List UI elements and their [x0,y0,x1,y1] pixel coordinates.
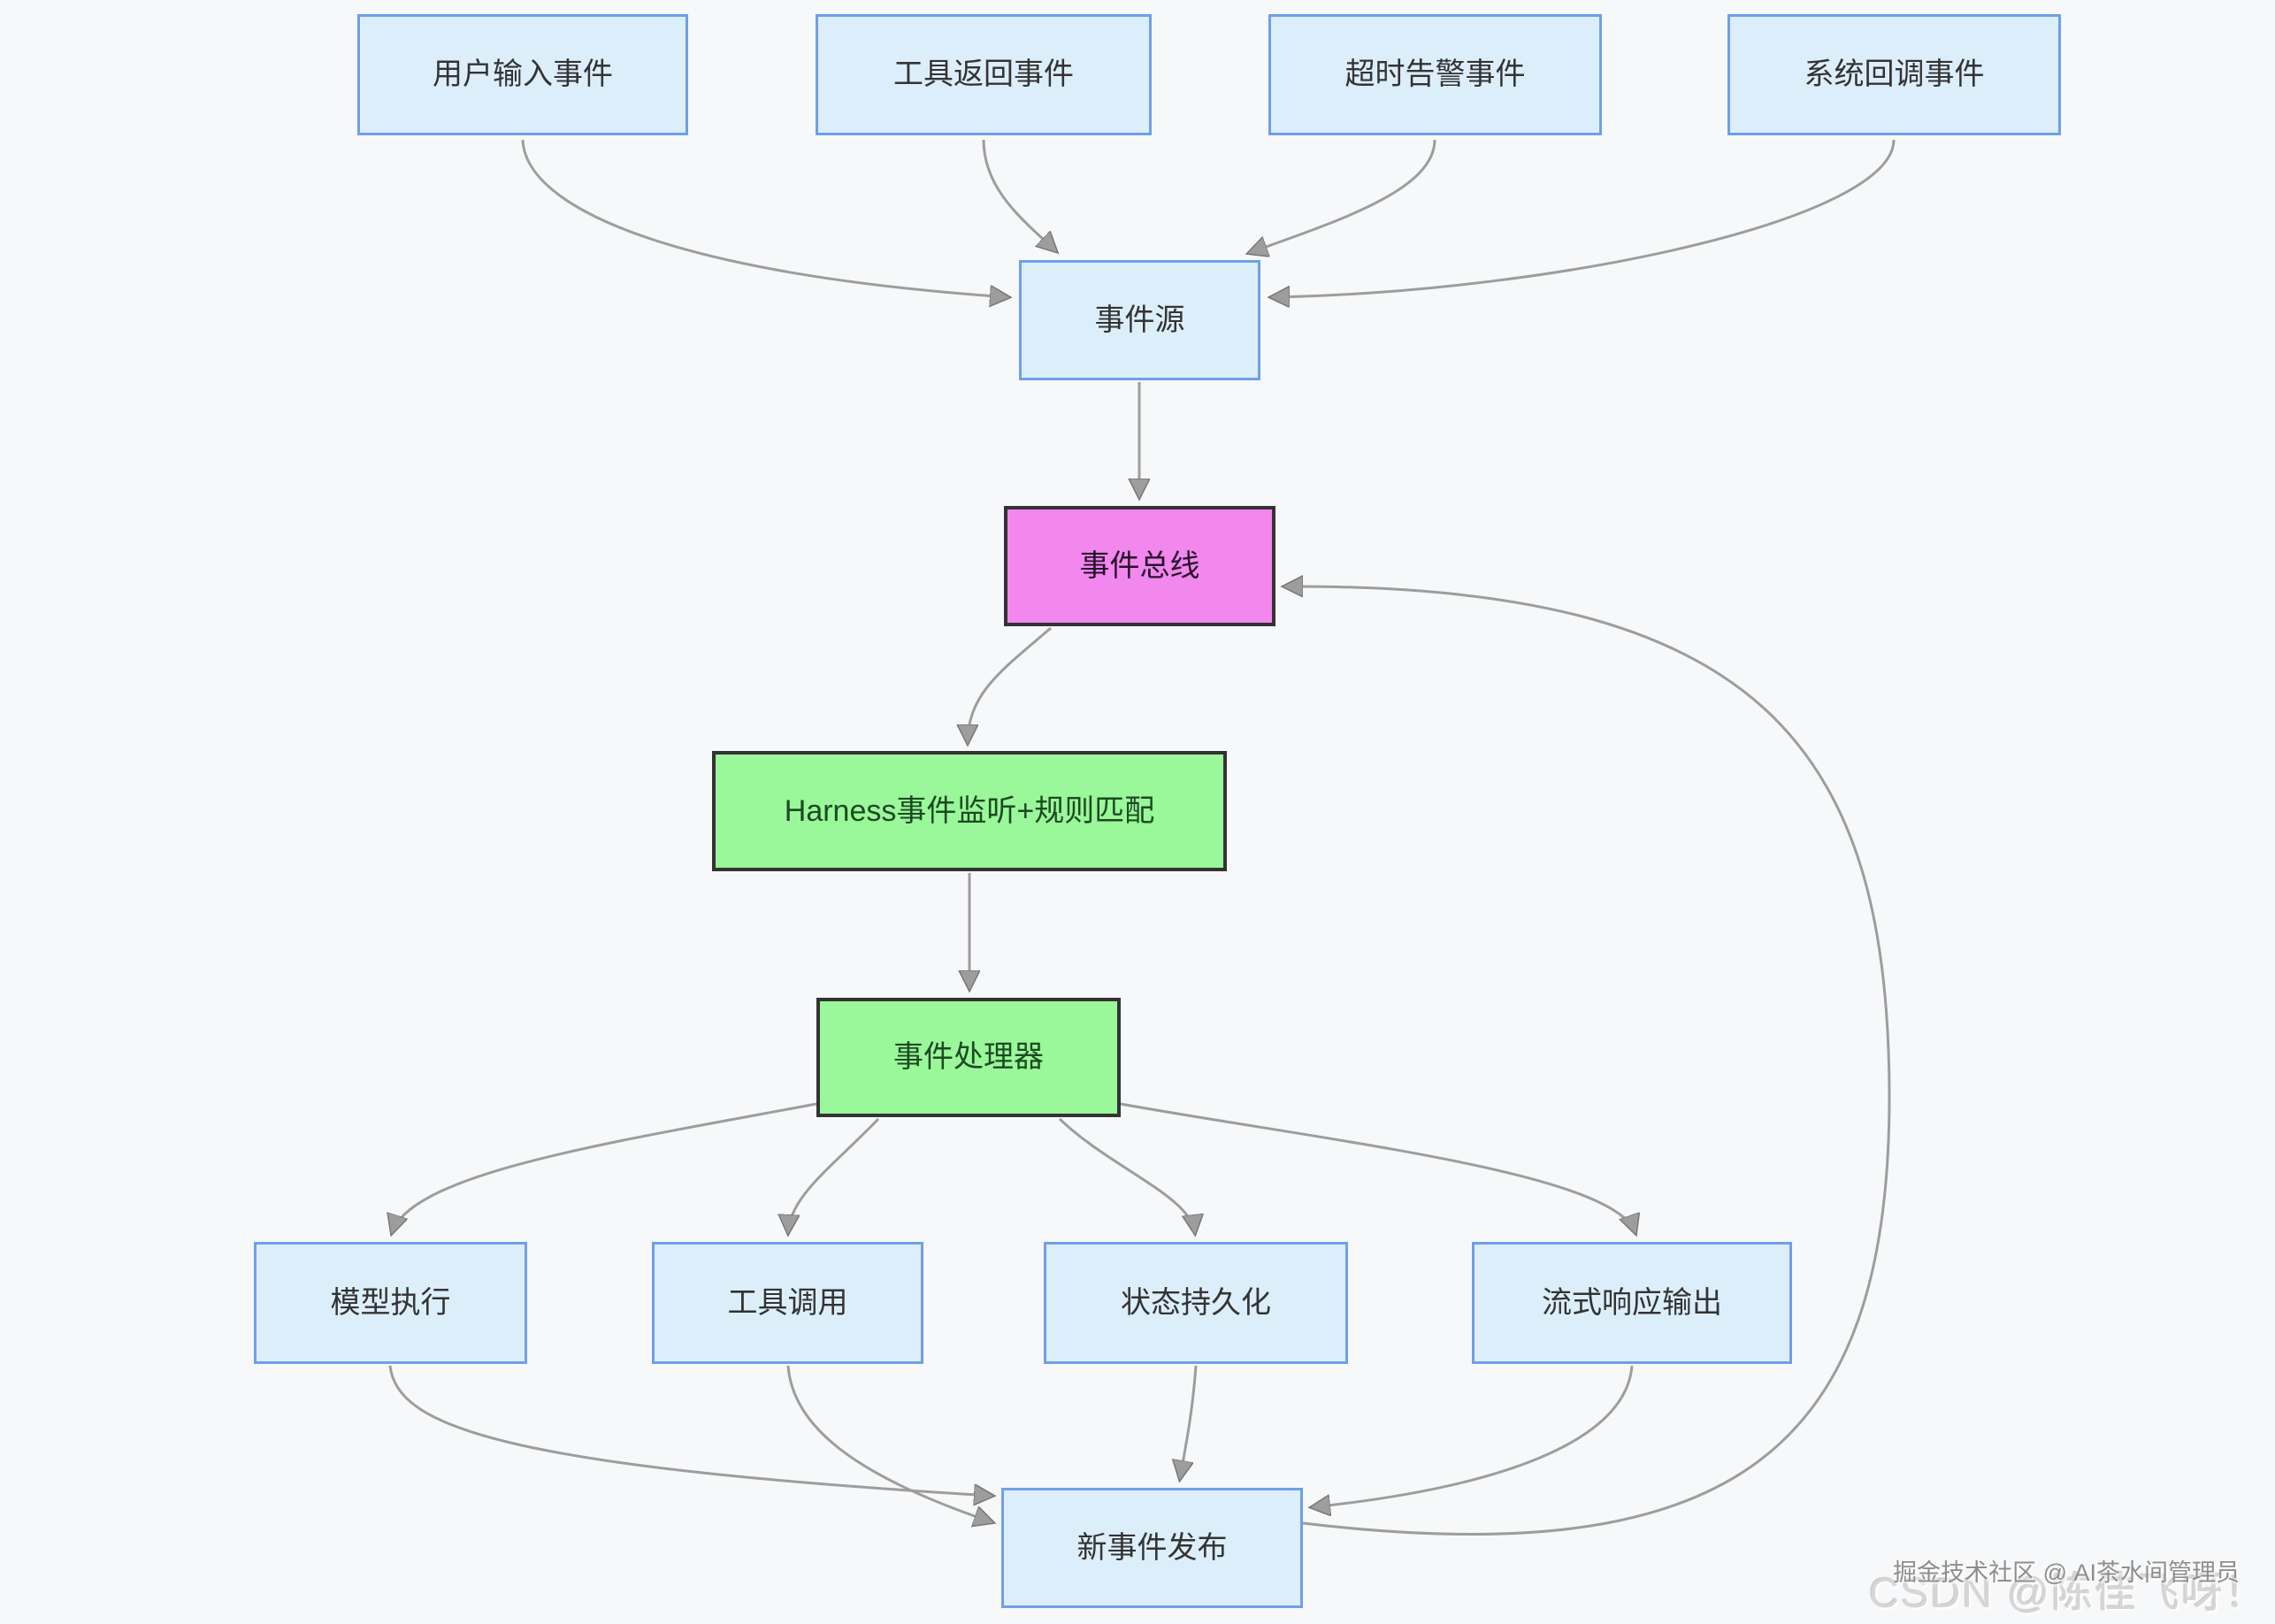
node-event-processor: 事件处理器 [816,998,1121,1117]
watermark-juejin-community: 掘金技术社区 @ AI茶水间管理员 [1893,1559,2240,1586]
edge-user-input-to-event-source [521,139,1008,297]
node-tool-return-label: 工具返回事件 [893,57,1074,92]
node-timeout-alert-event: 超时告警事件 [1268,14,1602,135]
node-event-bus-label: 事件总线 [1079,548,1200,583]
node-stream-output: 流式响应输出 [1472,1242,1792,1364]
node-model-exec-label: 模型执行 [330,1285,451,1320]
node-harness-label: Harness事件监听+规则匹配 [784,793,1155,828]
node-stream-output-label: 流式响应输出 [1542,1285,1722,1320]
node-harness-listener: Harness事件监听+规则匹配 [712,751,1227,871]
edge-model-exec-to-new-event [388,1365,992,1496]
node-model-exec: 模型执行 [254,1242,527,1364]
edge-event-processor-to-model-exec [392,1102,817,1233]
node-new-event-label: 新事件发布 [1076,1530,1228,1565]
node-system-callback-event: 系统回调事件 [1727,14,2061,135]
node-event-bus: 事件总线 [1004,506,1275,626]
node-user-input-label: 用户输入事件 [433,57,613,92]
node-state-persist-label: 状态持久化 [1121,1285,1271,1320]
node-new-event-publish: 新事件发布 [1001,1488,1303,1608]
node-tool-call-label: 工具调用 [727,1285,848,1320]
node-user-input-event: 用户输入事件 [357,14,688,135]
edge-system-callback-to-event-source [1271,139,1896,297]
node-event-source: 事件源 [1019,260,1260,380]
node-timeout-alert-label: 超时告警事件 [1344,57,1526,92]
edge-event-processor-to-tool-call [788,1117,880,1233]
node-system-callback-label: 系统回调事件 [1804,57,1985,92]
edge-stream-output-to-new-event [1312,1365,1634,1507]
node-event-source-label: 事件源 [1094,303,1185,337]
node-tool-call: 工具调用 [652,1242,923,1364]
edge-event-processor-to-state-persist [1058,1117,1195,1233]
edge-new-event-to-event-bus-loop [1284,586,1891,1536]
edge-state-persist-to-new-event [1180,1365,1198,1479]
edge-event-bus-to-harness [968,626,1052,743]
edge-tool-return-to-event-source [982,139,1056,251]
edge-event-processor-to-stream-output [1120,1102,1635,1233]
node-event-processor-label: 事件处理器 [893,1040,1044,1075]
edge-tool-call-to-new-event [786,1365,992,1522]
node-tool-return-event: 工具返回事件 [816,14,1152,135]
watermark-csdn: CSDN @陈佳飞呀！ [1869,1569,2268,1616]
node-state-persist: 状态持久化 [1044,1242,1348,1364]
edge-timeout-alert-to-event-source [1249,139,1436,253]
